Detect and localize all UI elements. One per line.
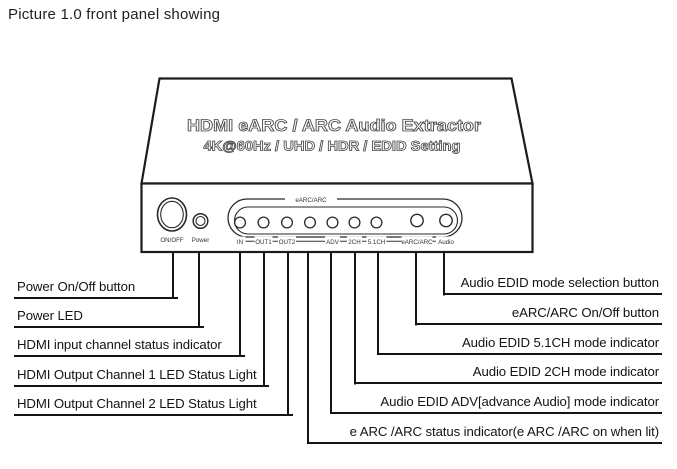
led-2ch <box>348 216 361 229</box>
callout-leader-lines <box>172 251 445 444</box>
channel-label-out1: OUT1 <box>255 239 272 246</box>
power-on-off-button <box>156 197 188 232</box>
callout-edid-adv-indicator: Audio EDID ADV[advance Audio] mode indic… <box>330 392 662 414</box>
power-led <box>192 212 209 230</box>
channel-label-out2: OUT2 <box>279 239 296 246</box>
channel-label-adv: ADV <box>326 239 340 246</box>
led-out1 <box>257 216 270 229</box>
led-adv <box>326 216 339 229</box>
callout-edid-51ch-indicator: Audio EDID 5.1CH mode indicator <box>377 333 662 355</box>
figure-caption: Picture 1.0 front panel showing <box>8 6 221 23</box>
callout-hdmi-out1-status: HDMI Output Channel 1 LED Status Light <box>14 365 269 387</box>
audio-edid-mode-button <box>439 213 453 228</box>
group-label: eARC/ARC <box>295 197 327 204</box>
led-out2 <box>280 216 294 229</box>
callout-earc-arc-on-off-button: eARC/ARC On/Off button <box>415 303 662 325</box>
device-title-line2: 4K@60Hz / UHD / HDR / EDID Setting <box>204 139 461 154</box>
callout-hdmi-out2-status: HDMI Output Channel 2 LED Status Light <box>14 394 293 416</box>
callout-audio-edid-mode-button: Audio EDID mode selection button <box>443 273 662 295</box>
led-group-outer-outline <box>227 198 463 238</box>
callout-power-led: Power LED <box>14 306 204 328</box>
callout-hdmi-input-status: HDMI input channel status indicator <box>14 335 245 357</box>
channel-label-in: IN <box>237 239 243 246</box>
power-button-label: ON/OFF <box>160 237 184 244</box>
power-led-label: Power <box>192 237 210 244</box>
led-earc-arc-status <box>303 216 317 229</box>
callout-earc-arc-status-indicator: e ARC /ARC status indicator(e ARC /ARC o… <box>307 422 662 444</box>
device-title-line1: HDMI eARC / ARC Audio Extractor <box>187 117 482 135</box>
channel-label-audio: Audio <box>438 239 454 246</box>
group-label-mask <box>285 194 337 204</box>
channel-label-2ch: 2CH <box>348 239 360 246</box>
led-51ch <box>370 216 383 229</box>
earc-arc-on-off-button <box>410 213 424 228</box>
channel-label-51ch: 5.1CH <box>368 239 386 246</box>
led-input <box>233 216 247 229</box>
channel-label-earc-arc: eARC/ARC <box>401 239 433 246</box>
callout-edid-2ch-indicator: Audio EDID 2CH mode indicator <box>354 362 662 384</box>
callout-power-on-off-button: Power On/Off button <box>14 277 178 299</box>
